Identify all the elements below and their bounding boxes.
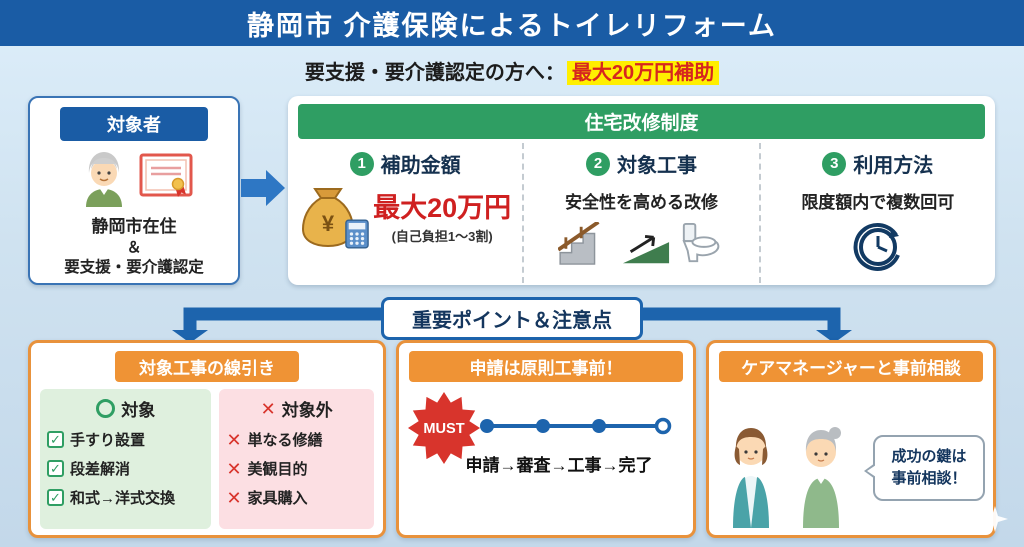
handrail-stairs-icon bbox=[557, 220, 612, 271]
title-bar: 静岡市 介護保険によるトイレリフォーム bbox=[0, 0, 1024, 46]
care-manager-and-senior-icon bbox=[713, 416, 863, 533]
included-item: 段差解消 bbox=[47, 458, 204, 479]
number-3-badge: 3 bbox=[822, 151, 847, 176]
excluded-title: 対象外 bbox=[281, 401, 333, 420]
included-item: 手すり設置 bbox=[47, 429, 204, 450]
x-mark-icon bbox=[261, 400, 276, 418]
excluded-item: 家具購入 bbox=[226, 487, 367, 508]
eligibility-ampersand: ＆ bbox=[126, 239, 142, 257]
system-header: 住宅改修制度 bbox=[298, 104, 985, 139]
right-arrow-icon bbox=[241, 170, 285, 206]
col1-body: ¥ bbox=[288, 186, 522, 252]
checkbox-icon bbox=[47, 489, 64, 506]
excluded-title-row: 対象外 bbox=[226, 396, 367, 421]
money-icons: ¥ bbox=[299, 186, 369, 254]
speech-bubble: 成功の鍵は 事前相談！ bbox=[864, 435, 985, 501]
excluded-item-label: 美観目的 bbox=[247, 461, 308, 478]
self-pay-note: (自己負担1〜3割) bbox=[391, 229, 493, 245]
page-title: 静岡市 介護保険によるトイレリフォーム bbox=[247, 10, 777, 41]
eligibility-text: 静岡市在住 ＆ 要支援・要介護認定 bbox=[30, 216, 238, 278]
subtitle-label: 要支援・要介護認定の方へ： bbox=[304, 62, 565, 84]
col2-title: 対象工事 bbox=[616, 155, 697, 177]
subtitle: 要支援・要介護認定の方へ：最大20万円補助 bbox=[0, 56, 1024, 85]
toilet-icon bbox=[680, 222, 724, 271]
application-header: 申請は原則工事前！ bbox=[409, 351, 683, 382]
number-1-badge: 1 bbox=[349, 151, 374, 176]
must-badge: MUST bbox=[407, 391, 481, 470]
subtitle-highlight: 最大20万円補助 bbox=[566, 61, 720, 85]
col3-title: 利用方法 bbox=[853, 155, 934, 177]
sparkle-icon bbox=[982, 506, 1008, 537]
eligibility-icons bbox=[30, 147, 238, 211]
elderly-person-icon bbox=[76, 147, 132, 212]
certificate-icon bbox=[139, 153, 193, 206]
subsidy-amount-value: 最大20万円 bbox=[373, 192, 512, 223]
included-title-row: 対象 bbox=[47, 396, 204, 421]
money-bag-icon: ¥ bbox=[299, 186, 357, 253]
target-work-column: 2 対象工事 安全性を高める改修 bbox=[522, 143, 758, 283]
col2-title-row: 2 対象工事 bbox=[524, 149, 758, 178]
usage-column: 3 利用方法 限度額内で複数回可 bbox=[758, 143, 995, 283]
eligibility-header: 対象者 bbox=[60, 107, 208, 141]
col3-title-row: 3 利用方法 bbox=[761, 149, 995, 178]
process-timeline bbox=[477, 413, 673, 444]
checkbox-icon bbox=[47, 431, 64, 448]
yen-symbol: ¥ bbox=[322, 211, 335, 236]
key-points-badge: 重要ポイント＆注意点 bbox=[381, 297, 643, 340]
included-item-label: 手すり設置 bbox=[70, 432, 146, 449]
checkbox-icon bbox=[47, 460, 64, 477]
criteria-columns: 対象 手すり設置 段差解消 和式→洋式交換 対象外 bbox=[31, 389, 383, 529]
col3-text: 限度額内で複数回可 bbox=[801, 193, 955, 212]
process-flow-text: 申請→審査→工事→完了 bbox=[465, 456, 653, 475]
bubble-line1: 成功の鍵は bbox=[891, 448, 967, 465]
ramp-icon bbox=[621, 226, 671, 271]
col2-icons bbox=[524, 220, 758, 271]
criteria-header: 対象工事の線引き bbox=[115, 351, 299, 382]
bubble-line2: 事前相談！ bbox=[891, 469, 967, 487]
amount-stack: 最大20万円 (自己負担1〜3割) bbox=[373, 193, 511, 245]
must-label: MUST bbox=[423, 421, 464, 437]
col1-title-row: 1 補助金額 bbox=[288, 149, 522, 178]
calculator-icon bbox=[345, 219, 369, 254]
criteria-box: 対象工事の線引き 対象 手すり設置 段差解消 和式→洋式交換 bbox=[28, 340, 386, 538]
subsidy-amount-column: 1 補助金額 ¥ bbox=[288, 143, 522, 283]
col2-text: 安全性を高める改修 bbox=[564, 193, 718, 212]
x-mark-icon bbox=[226, 489, 241, 507]
consult-box: ケアマネージャーと事前相談 bbox=[706, 340, 996, 538]
eligibility-residence: 静岡市在住 bbox=[91, 217, 177, 236]
consult-header: ケアマネージャーと事前相談 bbox=[719, 351, 983, 382]
included-item: 和式→洋式交換 bbox=[47, 487, 204, 508]
excluded-item-label: 家具購入 bbox=[247, 490, 308, 507]
x-mark-icon bbox=[226, 460, 241, 478]
excluded-item: 美観目的 bbox=[226, 458, 367, 479]
application-box: 申請は原則工事前！ MUST 申請→審査→工事→完了 bbox=[396, 340, 696, 538]
clock-repeat-icon bbox=[849, 222, 907, 281]
excluded-item-label: 単なる修繕 bbox=[247, 432, 323, 449]
eligibility-box: 対象者 bbox=[28, 96, 240, 285]
eligibility-certification: 要支援・要介護認定 bbox=[64, 258, 204, 276]
included-item-label: 段差解消 bbox=[70, 461, 131, 478]
application-content: MUST 申請→審査→工事→完了 bbox=[399, 383, 693, 535]
col3-icon-wrap bbox=[761, 219, 995, 282]
consult-content: 成功の鍵は 事前相談！ bbox=[709, 383, 993, 535]
number-2-badge: 2 bbox=[585, 151, 610, 176]
system-columns: 1 補助金額 ¥ bbox=[288, 143, 995, 283]
excluded-panel: 対象外 単なる修繕 美観目的 家具購入 bbox=[219, 389, 374, 529]
included-title: 対象 bbox=[121, 401, 156, 420]
excluded-item: 単なる修繕 bbox=[226, 429, 367, 450]
included-item-label: 和式→洋式交換 bbox=[70, 490, 176, 507]
circle-ok-icon bbox=[96, 399, 116, 418]
included-panel: 対象 手すり設置 段差解消 和式→洋式交換 bbox=[40, 389, 212, 529]
renovation-system-box: 住宅改修制度 1 補助金額 ¥ bbox=[288, 96, 995, 285]
col1-title: 補助金額 bbox=[380, 155, 461, 177]
x-mark-icon bbox=[226, 431, 241, 449]
